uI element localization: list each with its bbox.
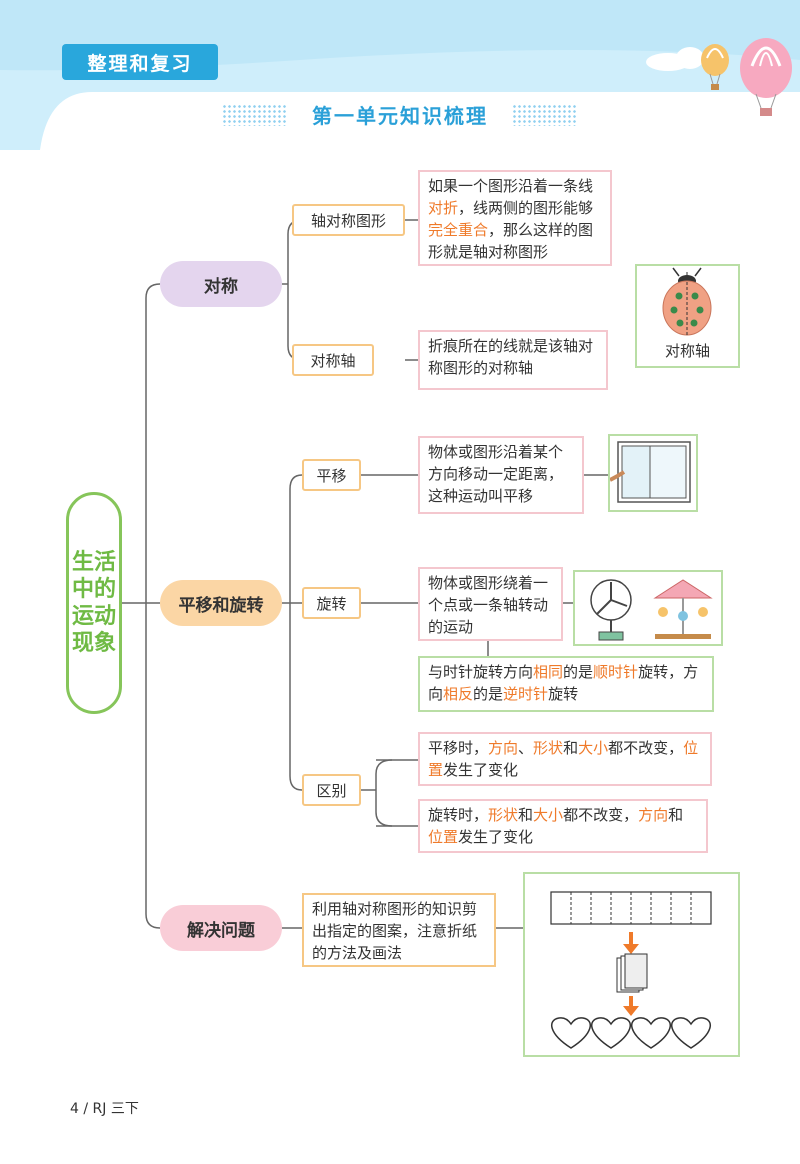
section-badge: 整理和复习: [62, 44, 218, 80]
root-node: 生活中的运动现象: [66, 492, 122, 714]
paper-strip-icon: [550, 891, 712, 925]
difference-rotation: 旋转时，形状和大小都不改变，方向和位置发生了变化: [418, 799, 708, 853]
highlight-position: 位置: [428, 828, 459, 846]
highlight-opposite: 相反: [443, 685, 474, 703]
hot-air-balloon-icon: [740, 38, 792, 116]
page-title: 第一单元知识梳理: [312, 104, 488, 128]
text-segment: 如果一个图形沿着一条线: [428, 177, 594, 195]
hot-air-balloon-icon: [701, 44, 729, 90]
branch-problem-solving: 解决问题: [160, 905, 282, 951]
problem-solving-text: 利用轴对称图形的知识剪出指定的图案，注意折纸的方法及画法: [302, 893, 496, 967]
text-segment: 和: [668, 806, 684, 824]
highlight-shape: 形状: [533, 739, 564, 757]
rotation-figures: [573, 570, 723, 646]
tag-axis-symmetric-figure: 轴对称图形: [292, 204, 405, 236]
tag-translation: 平移: [302, 459, 361, 491]
fan-icon: [590, 579, 632, 641]
arrow-down-icon: [623, 932, 639, 954]
highlight-direction: 方向: [488, 739, 519, 757]
text-segment: 都不改变，: [563, 806, 639, 824]
decorative-dots: [222, 104, 288, 126]
hearts-icon: [550, 1017, 712, 1049]
ladybug-figure: 对称轴: [635, 264, 740, 368]
rotation-direction-note: 与时针旋转方向相同的是顺时针旋转，方向相反的是逆时针旋转: [418, 656, 714, 712]
text-segment: 发生了变化: [443, 761, 519, 779]
highlight-counterclockwise: 逆时针: [503, 685, 549, 703]
tag-symmetry-axis: 对称轴: [292, 344, 374, 376]
difference-translation: 平移时，方向、形状和大小都不改变，位置发生了变化: [418, 732, 712, 786]
text-segment: 、: [518, 739, 534, 757]
highlight-shape: 形状: [488, 806, 519, 824]
highlight-position: 位置: [428, 739, 699, 779]
tag-difference: 区别: [302, 774, 361, 806]
page-footer: 4 / RJ 三下: [70, 1101, 139, 1117]
text-segment: ，线两侧的图形能够: [458, 199, 594, 217]
text-segment: 旋转: [548, 685, 579, 703]
text-segment: 的是: [563, 663, 594, 681]
highlight-direction: 方向: [638, 806, 669, 824]
text-segment: 和: [518, 806, 534, 824]
text-segment: 旋转时，: [428, 806, 489, 824]
window-figure: [608, 434, 698, 512]
highlight-clockwise: 顺时针: [593, 663, 639, 681]
arrow-down-icon: [623, 996, 639, 1016]
ladybug-caption: 对称轴: [664, 342, 710, 360]
carousel-icon: [653, 579, 713, 639]
folded-paper-icon: [616, 953, 648, 993]
text-segment: ，那么这样的图形就是轴对称图形: [428, 221, 594, 261]
tag-rotation: 旋转: [302, 587, 361, 619]
definition-symmetry-axis: 折痕所在的线就是该轴对称图形的对称轴: [418, 330, 608, 390]
highlight-fold: 对折: [428, 199, 459, 217]
ladybug-icon: [662, 267, 712, 336]
cloud-icon: [646, 47, 704, 71]
text-segment: 和: [563, 739, 579, 757]
highlight-overlap: 完全重合: [428, 221, 489, 239]
text-segment: 与时针旋转方向: [428, 663, 534, 681]
text-segment: 发生了变化: [458, 828, 534, 846]
text-segment: 旋转，方向: [428, 663, 699, 703]
decorative-dots: [512, 104, 578, 126]
highlight-size: 大小: [533, 806, 564, 824]
text-segment: 平移时，: [428, 739, 489, 757]
definition-rotation: 物体或图形绕着一个点或一条轴转动的运动: [418, 567, 563, 641]
branch-symmetry: 对称: [160, 261, 282, 307]
text-segment: 都不改变，: [608, 739, 684, 757]
highlight-same: 相同: [533, 663, 564, 681]
definition-axis-symmetric: 如果一个图形沿着一条线对折，线两侧的图形能够完全重合，那么这样的图形就是轴对称图…: [418, 170, 612, 266]
highlight-size: 大小: [578, 739, 609, 757]
definition-translation: 物体或图形沿着某个方向移动一定距离，这种运动叫平移: [418, 436, 584, 514]
branch-translation-rotation: 平移和旋转: [160, 580, 282, 626]
text-segment: 的是: [473, 685, 504, 703]
paper-cutting-figure: [523, 872, 740, 1057]
window-icon: [609, 441, 691, 503]
